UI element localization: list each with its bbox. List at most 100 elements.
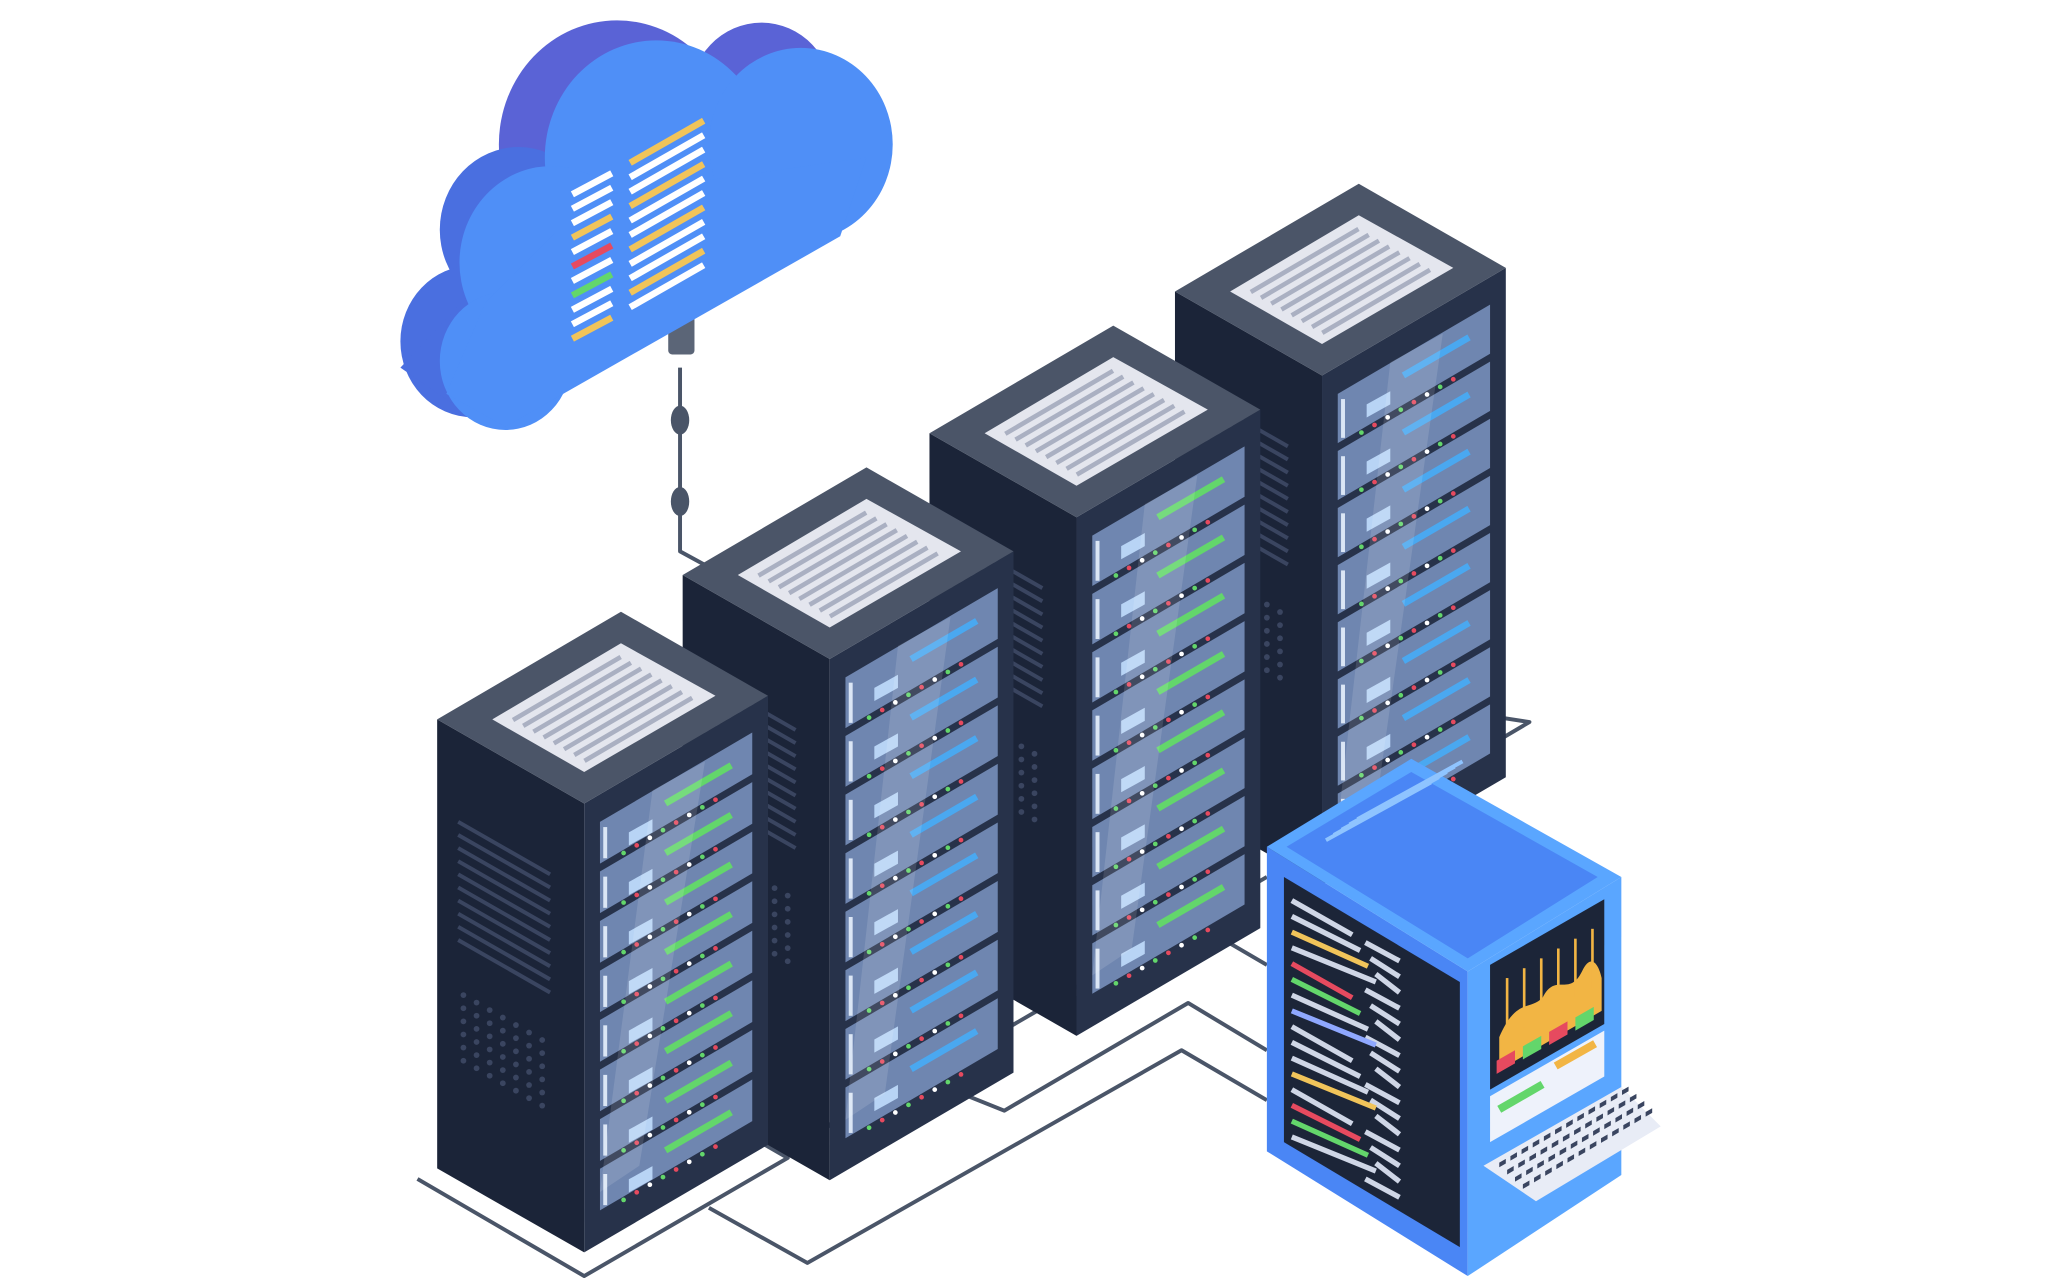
status-led	[1113, 631, 1119, 637]
status-led	[1139, 732, 1145, 738]
keyboard-key	[1537, 1160, 1544, 1169]
keyboard-key	[1566, 1119, 1573, 1128]
code-line	[1364, 1129, 1401, 1153]
status-led	[879, 1000, 885, 1006]
status-led	[1450, 719, 1456, 725]
status-led	[879, 941, 885, 947]
side-vent-hole	[1018, 782, 1025, 789]
code-line	[1364, 987, 1401, 1011]
status-led	[634, 991, 640, 997]
status-led	[892, 700, 898, 705]
code-line	[570, 199, 614, 227]
keyboard-key	[1610, 1093, 1618, 1102]
vent-slot	[562, 684, 673, 752]
status-bar	[663, 762, 733, 807]
status-led	[1205, 927, 1211, 933]
status-led	[634, 1041, 640, 1046]
code-line	[1374, 1019, 1402, 1042]
status-led	[686, 862, 692, 867]
workstation-icon	[1266, 758, 1661, 1277]
status-led	[906, 985, 911, 991]
keyboard-icon	[1483, 1086, 1661, 1202]
code-line	[1290, 1071, 1377, 1111]
status-led	[906, 809, 911, 815]
code-line	[1290, 1103, 1362, 1142]
status-led	[879, 824, 885, 830]
status-led	[673, 1117, 679, 1123]
vent-slot	[757, 510, 868, 578]
status-led	[1411, 628, 1417, 633]
status-led	[713, 797, 718, 803]
status-led	[892, 992, 898, 998]
side-vent-hole	[1031, 777, 1038, 783]
status-led	[699, 1151, 705, 1157]
keyboard-key	[1618, 1100, 1626, 1109]
status-led	[647, 835, 653, 841]
side-vent-hole	[486, 1007, 493, 1013]
code-line	[628, 190, 706, 238]
status-led	[686, 1159, 692, 1165]
status-led	[1179, 709, 1184, 715]
status-led	[621, 1048, 626, 1054]
side-vent-hole	[473, 1025, 480, 1032]
status-led	[1411, 399, 1417, 405]
side-vent-hole	[460, 1018, 467, 1025]
status-led	[699, 1052, 705, 1058]
status-led	[1372, 651, 1377, 656]
status-led	[1126, 682, 1132, 687]
status-indicator	[1496, 1050, 1515, 1074]
drive-bay	[628, 1166, 653, 1193]
status-led	[1166, 600, 1171, 606]
code-line	[628, 132, 706, 181]
status-led	[1450, 662, 1456, 668]
side-vent-hole	[1277, 635, 1283, 642]
status-led	[919, 860, 924, 866]
drive-bay	[1366, 505, 1391, 532]
status-led	[1398, 578, 1404, 584]
code-line	[1290, 1087, 1354, 1127]
status-led	[621, 1147, 626, 1153]
vent-slot	[808, 539, 919, 607]
status-led	[673, 968, 679, 974]
side-vent-hole	[513, 1061, 519, 1068]
side-vent-hole	[473, 1052, 480, 1059]
status-led	[647, 1132, 653, 1138]
top-vent-line	[1356, 759, 1464, 821]
rack-top-vent	[492, 643, 716, 772]
side-vent-hole	[1277, 674, 1283, 681]
status-led	[1139, 557, 1145, 563]
status-led	[866, 1008, 872, 1013]
status-led	[699, 1102, 705, 1108]
status-led	[1437, 441, 1443, 447]
status-indicator	[1575, 1006, 1594, 1031]
status-led	[621, 949, 626, 955]
drive-bay	[1121, 533, 1145, 560]
network-cable-line	[707, 1048, 1268, 1265]
status-led	[660, 1075, 666, 1081]
keyboard-key	[1600, 1134, 1608, 1143]
keyboard-key	[1556, 1160, 1563, 1170]
status-led	[879, 707, 885, 713]
status-bar	[1401, 448, 1471, 493]
side-vent-hole	[499, 1067, 506, 1073]
drive-bay	[1366, 391, 1391, 418]
drive-bay	[1121, 649, 1145, 676]
side-vent-hole	[784, 918, 791, 925]
side-vent-hole	[513, 1035, 519, 1042]
status-bar	[909, 969, 979, 1014]
status-led	[945, 669, 951, 675]
status-bar	[663, 911, 733, 955]
status-led	[932, 911, 938, 917]
status-led	[713, 1045, 718, 1050]
status-led	[1437, 727, 1443, 732]
drive-bay	[628, 1067, 653, 1094]
side-vent-hole	[473, 1039, 480, 1045]
side-vent-hole	[1031, 790, 1038, 797]
status-led	[1424, 506, 1430, 512]
side-vent-hole	[1263, 614, 1270, 621]
status-led	[1450, 376, 1456, 382]
status-led	[1179, 651, 1184, 657]
side-vent-hole	[784, 932, 791, 938]
status-bar	[1401, 620, 1471, 664]
status-led	[1372, 536, 1377, 542]
